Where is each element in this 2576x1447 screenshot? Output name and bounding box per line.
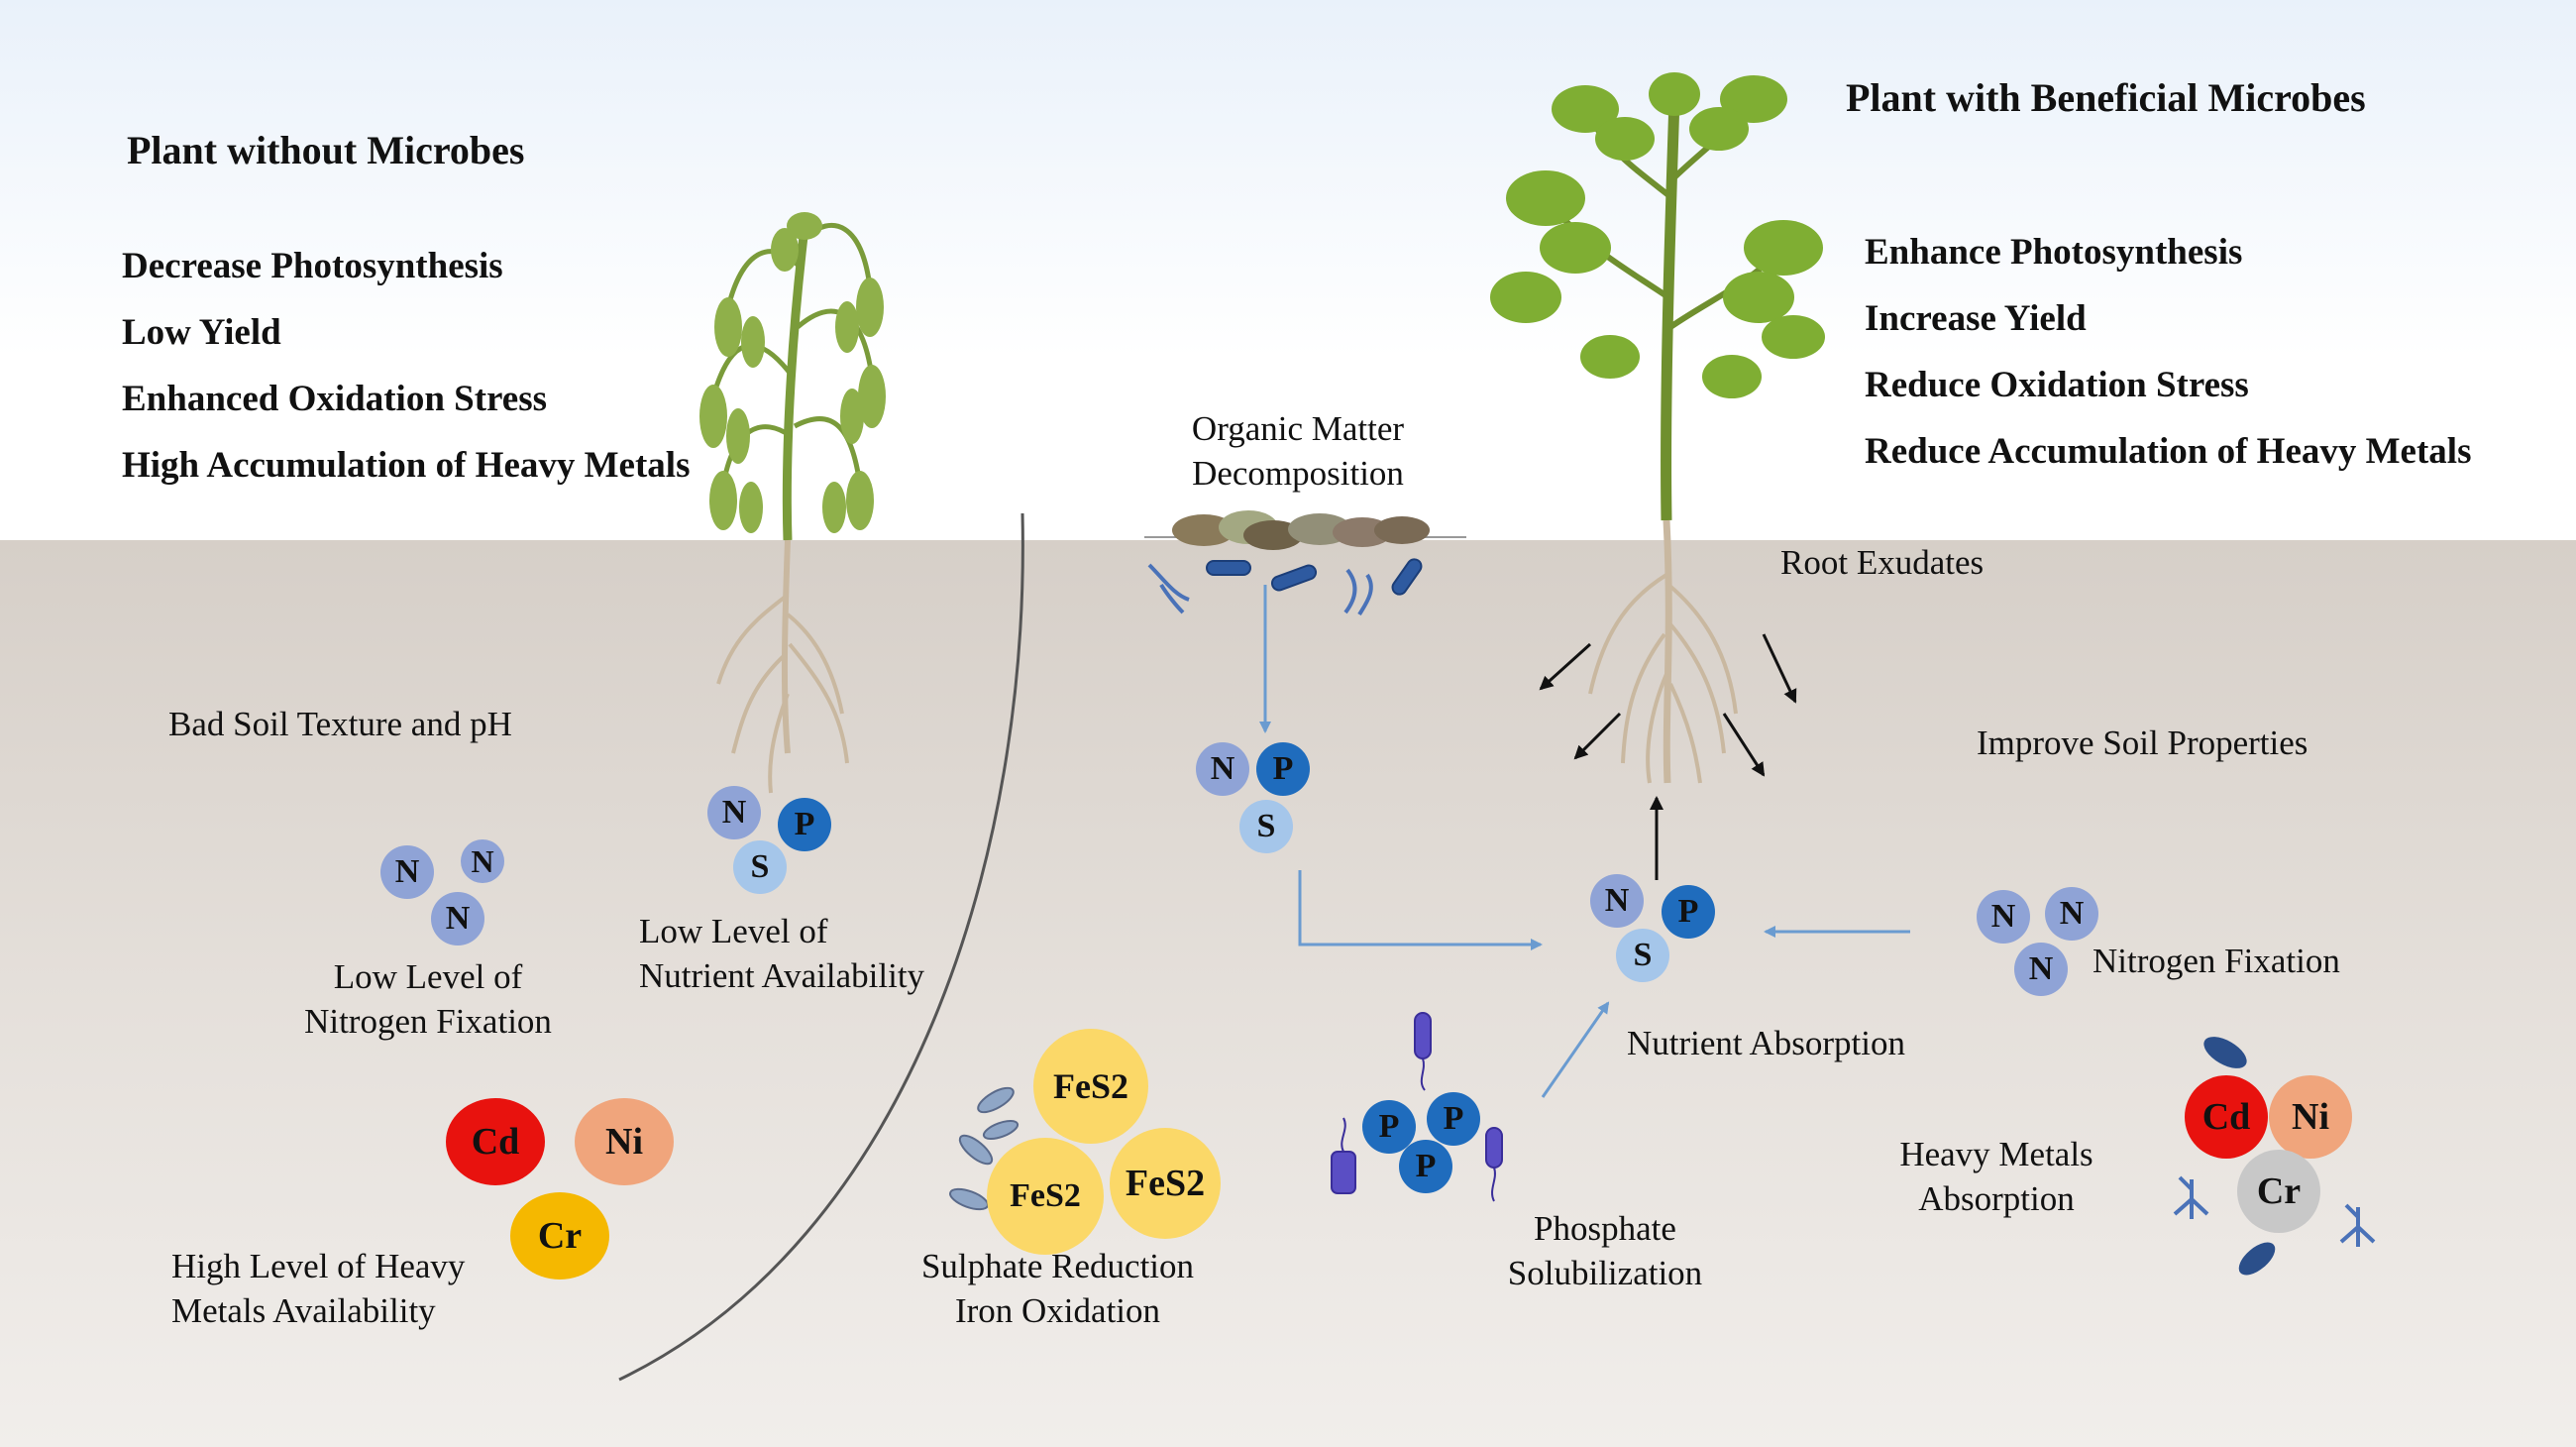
low-nutrient-line-1: Low Level of xyxy=(639,912,828,950)
healthy-plant xyxy=(1490,72,1825,784)
sulphate-bacteria xyxy=(949,1086,1020,1211)
low-nitrogen-line-2: Nitrogen Fixation xyxy=(304,1002,552,1041)
right-effect-1: Enhance Photosynthesis xyxy=(1865,232,2243,273)
low-nutrient-line-2: Nutrient Availability xyxy=(639,956,925,995)
sulfur-atom: S xyxy=(733,840,787,894)
nitrogen-atom: N xyxy=(1196,742,1249,796)
left-effect-3: Enhanced Oxidation Stress xyxy=(122,379,548,419)
phosphate-line-1: Phosphate xyxy=(1534,1209,1676,1248)
organic-matter-label: Organic Matter Decomposition xyxy=(1149,406,1447,496)
left-title: Plant without Microbes xyxy=(127,128,525,172)
sulphate-line-1: Sulphate Reduction xyxy=(920,1247,1195,1285)
left-effect-1: Decrease Photosynthesis xyxy=(122,246,503,286)
metals-abs-line-2: Absorption xyxy=(1918,1179,2075,1218)
phosphate-line-2: Solubilization xyxy=(1507,1254,1703,1292)
cadmium-atom: Cd xyxy=(2185,1075,2268,1159)
root-exudates-label: Root Exudates xyxy=(1780,543,1985,582)
organic-line-2: Decomposition xyxy=(1192,454,1404,493)
high-metals-label: High Level of Heavy Metals Availability xyxy=(171,1244,465,1333)
soil-layer xyxy=(0,540,2576,1447)
decomposer-bacteria xyxy=(1147,558,1423,616)
nickel-atom: Ni xyxy=(575,1098,674,1185)
pyrite-particle: FeS2 xyxy=(1110,1128,1221,1239)
high-metals-line-2: Metals Availability xyxy=(171,1291,436,1330)
nitrogen-atom: N xyxy=(431,892,484,946)
sulfur-atom: S xyxy=(1616,929,1669,982)
nitrogen-fixation-label: Nitrogen Fixation xyxy=(2093,942,2340,980)
metals-abs-line-1: Heavy Metals xyxy=(1899,1135,2093,1173)
bad-soil-label: Bad Soil Texture and pH xyxy=(168,705,512,743)
nitrogen-atom: N xyxy=(1590,874,1644,928)
sulfur-atom: S xyxy=(1239,800,1293,853)
low-nutrient-label: Low Level of Nutrient Availability xyxy=(639,909,924,998)
right-effect-3: Reduce Oxidation Stress xyxy=(1865,365,2249,405)
nitrogen-atom: N xyxy=(1977,890,2030,944)
left-effect-2: Low Yield xyxy=(122,312,281,353)
organic-matter-leaves xyxy=(1144,510,1466,550)
right-effect-2: Increase Yield xyxy=(1865,298,2087,339)
sulphate-line-2: Iron Oxidation xyxy=(954,1291,1161,1330)
wilted-plant xyxy=(699,212,886,794)
chromium-atom: Cr xyxy=(2237,1150,2320,1233)
right-effect-4: Reduce Accumulation of Heavy Metals xyxy=(1865,431,2472,472)
sulphate-reduction-label: Sulphate Reduction Iron Oxidation xyxy=(892,1244,1224,1333)
phosphorus-atom: P xyxy=(1427,1092,1480,1146)
right-title: Plant with Beneficial Microbes xyxy=(1846,75,2366,120)
left-effect-4: High Accumulation of Heavy Metals xyxy=(122,445,691,486)
heavy-metals-absorption-label: Heavy Metals Absorption xyxy=(1848,1132,2145,1221)
high-metals-line-1: High Level of Heavy xyxy=(171,1247,466,1285)
nitrogen-atom: N xyxy=(2014,943,2068,996)
nitrogen-atom: N xyxy=(380,845,434,899)
organic-line-1: Organic Matter xyxy=(1191,409,1405,448)
phosphorus-atom: P xyxy=(1362,1100,1416,1154)
nitrogen-atom: N xyxy=(461,839,504,883)
nickel-atom: Ni xyxy=(2269,1075,2352,1159)
improve-soil-label: Improve Soil Properties xyxy=(1977,724,2308,762)
metal-absorbing-microbes xyxy=(2173,1037,2376,1276)
phosphate-solubilization-label: Phosphate Solubilization xyxy=(1456,1206,1754,1295)
phosphorus-atom: P xyxy=(778,798,831,851)
pyrite-particle: FeS2 xyxy=(1033,1029,1148,1144)
divider-curve xyxy=(618,512,1024,1382)
phosphate-bacteria xyxy=(1331,1012,1503,1202)
phosphorus-atom: P xyxy=(1399,1140,1452,1193)
cadmium-atom: Cd xyxy=(446,1098,545,1185)
low-nitrogen-line-1: Low Level of xyxy=(333,957,523,996)
phosphorus-atom: P xyxy=(1256,742,1310,796)
phosphorus-atom: P xyxy=(1662,885,1715,939)
nutrient-absorption-label: Nutrient Absorption xyxy=(1627,1024,1905,1062)
chromium-atom: Cr xyxy=(510,1192,609,1280)
nitrogen-atom: N xyxy=(2045,887,2098,941)
pyrite-particle: FeS2 xyxy=(987,1138,1104,1255)
low-nitrogen-label: Low Level of Nitrogen Fixation xyxy=(279,954,577,1044)
nitrogen-atom: N xyxy=(707,786,761,839)
